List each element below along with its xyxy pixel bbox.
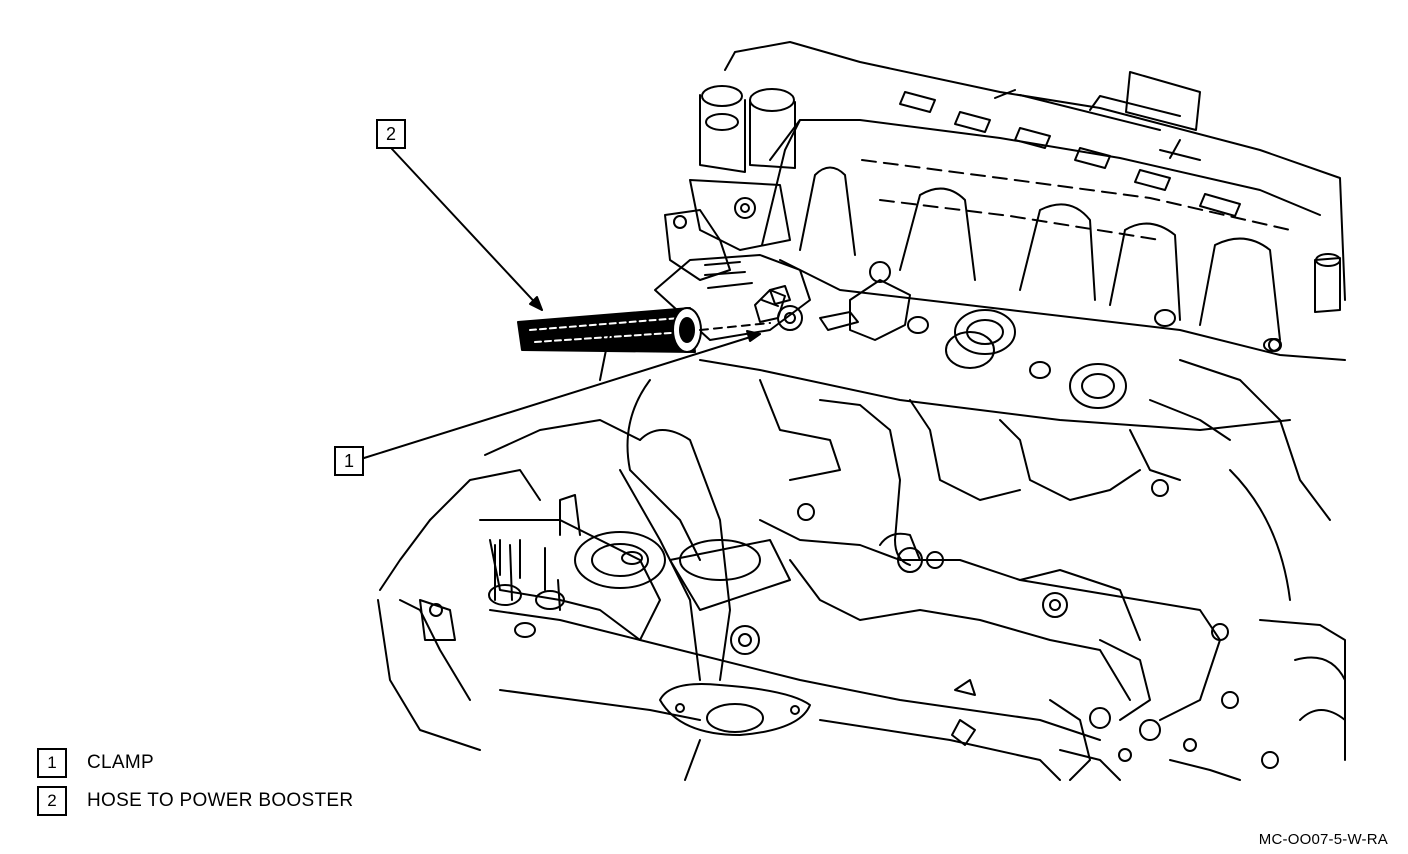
callout-2-number: 2 [385, 123, 396, 144]
injector-ports [907, 253, 1341, 409]
legend-number: 2 [37, 786, 67, 816]
legend: 1 CLAMP 2 HOSE TO POWER BOOSTER [37, 748, 353, 824]
booster-hose [517, 307, 771, 353]
throttle-body [664, 85, 796, 281]
callout-2: 2 [376, 119, 406, 149]
engine-block [377, 419, 1101, 781]
figure-code: MC-OO07-5-W-RA [1258, 831, 1388, 848]
leader-lines [363, 148, 761, 459]
callout-1-number: 1 [343, 450, 354, 471]
right-accessories [1049, 399, 1346, 781]
lower-intake [599, 329, 1331, 601]
legend-number: 1 [37, 748, 67, 778]
legend-label: CLAMP [87, 752, 154, 773]
callout-1: 1 [334, 446, 364, 476]
exhaust-manifold [759, 503, 1229, 721]
leader-arrow-1 [746, 330, 761, 342]
legend-item-clamp: 1 CLAMP [37, 748, 353, 778]
intake-plenum [724, 41, 1346, 361]
vacuum-fitting [654, 254, 911, 341]
leader-arrow-2 [529, 296, 543, 311]
hose-clamp [754, 289, 786, 323]
leader-line-2 [391, 148, 543, 311]
egr-pipe [619, 429, 811, 781]
legend-label: HOSE TO POWER BOOSTER [87, 790, 354, 811]
leader-line-1 [363, 333, 761, 459]
legend-item-hose: 2 HOSE TO POWER BOOSTER [37, 786, 353, 816]
